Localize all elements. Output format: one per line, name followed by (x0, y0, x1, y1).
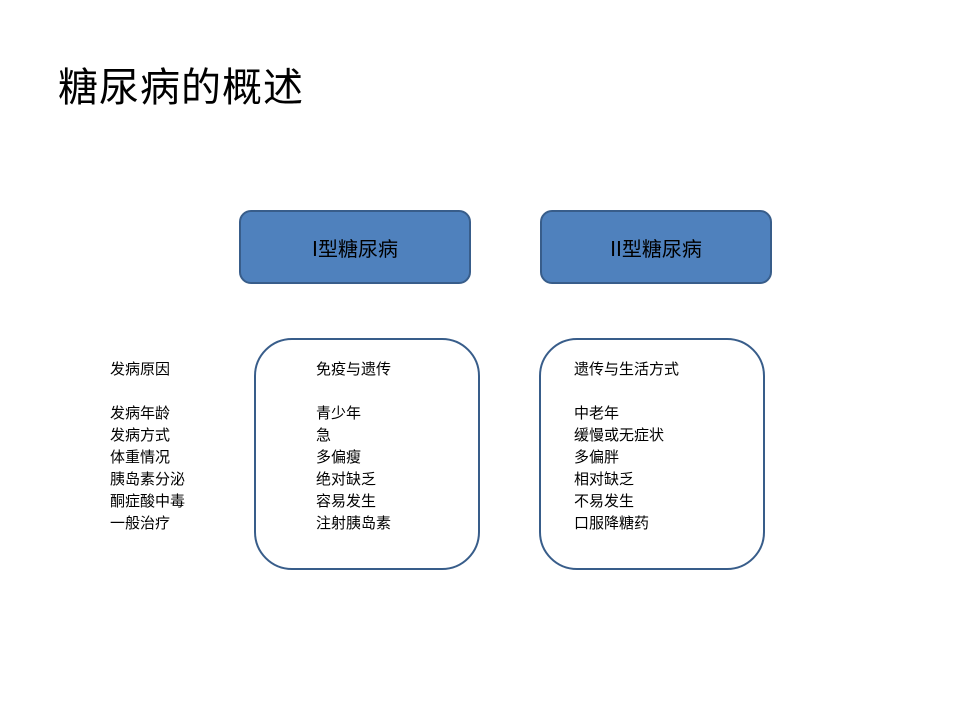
type2-value: 遗传与生活方式 (574, 360, 680, 378)
type1-value: 绝对缺乏 (316, 470, 377, 488)
type1-header-label: I型糖尿病 (312, 236, 398, 261)
slide-title: 糖尿病的概述 (58, 65, 304, 111)
row-label: 胰岛素分泌 (110, 470, 186, 488)
type2-value: 不易发生 (574, 492, 635, 510)
row-label: 一般治疗 (110, 514, 171, 532)
row-label: 发病方式 (110, 426, 171, 444)
type1-value: 多偏瘦 (316, 448, 362, 466)
row-label: 体重情况 (110, 448, 171, 466)
row-labels-column: 发病原因 发病年龄 发病方式 体重情况 胰岛素分泌 酮症酸中毒 一般治疗 (110, 358, 185, 534)
type1-value: 急 (316, 426, 332, 444)
row-label: 发病年龄 (110, 404, 171, 422)
type2-values-column: 遗传与生活方式 中老年 缓慢或无症状 多偏胖 相对缺乏 不易发生 口服降糖药 (574, 358, 679, 534)
type2-value: 相对缺乏 (574, 470, 635, 488)
row-label: 酮症酸中毒 (110, 492, 186, 510)
type2-value: 缓慢或无症状 (574, 426, 665, 444)
type2-header-box: II型糖尿病 (540, 210, 772, 284)
type1-value: 青少年 (316, 404, 362, 422)
type2-header-label: II型糖尿病 (610, 236, 702, 261)
type1-values-column: 免疫与遗传 青少年 急 多偏瘦 绝对缺乏 容易发生 注射胰岛素 (316, 358, 391, 534)
type1-panel (254, 338, 480, 570)
type1-value: 免疫与遗传 (316, 360, 392, 378)
row-label: 发病原因 (110, 360, 171, 378)
type2-panel (539, 338, 765, 570)
type2-value: 口服降糖药 (574, 514, 650, 532)
type2-value: 中老年 (574, 404, 620, 422)
type1-value: 注射胰岛素 (316, 514, 392, 532)
type1-value: 容易发生 (316, 492, 377, 510)
type2-value: 多偏胖 (574, 448, 620, 466)
type1-header-box: I型糖尿病 (239, 210, 471, 284)
